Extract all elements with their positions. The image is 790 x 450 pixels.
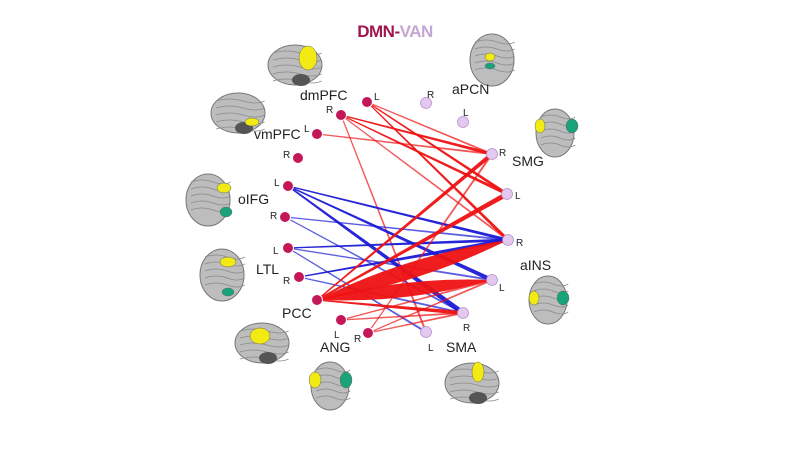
title-dmn: DMN xyxy=(357,22,395,41)
node-side-label: R xyxy=(326,105,333,116)
brain-vmpfc-icon xyxy=(210,92,266,134)
edge-vmPFC_L-SMG_R xyxy=(316,133,493,155)
region-label-oifg: oIFG xyxy=(238,191,269,207)
node-LTL_R[interactable] xyxy=(293,271,305,283)
node-side-label: R xyxy=(499,148,506,159)
node-side-label: L xyxy=(428,343,434,354)
node-ANG_L[interactable] xyxy=(335,314,347,326)
brain-pcc-icon xyxy=(234,322,290,364)
edge-PCC-SMG_L xyxy=(316,191,509,301)
node-PCC[interactable] xyxy=(311,294,323,306)
region-label-vmpfc: vmPFC xyxy=(254,126,301,142)
node-aINS_R[interactable] xyxy=(502,234,514,246)
region-label-apcn: aPCN xyxy=(452,81,489,97)
brain-smg-icon xyxy=(534,108,579,158)
edge-oIFG_R-aINS_R xyxy=(284,216,509,241)
edge-dmPFC_L-SMG_R xyxy=(366,101,493,155)
edge-dmPFC_R-SMG_R xyxy=(340,114,493,156)
node-oIFG_R[interactable] xyxy=(279,211,291,223)
node-aPCN_R[interactable] xyxy=(420,97,432,109)
node-side-label: R xyxy=(354,334,361,345)
title-separator: - xyxy=(394,22,400,41)
edge-ANG_R-SMA_R xyxy=(367,312,464,334)
node-side-label: L xyxy=(304,124,310,135)
node-side-label: L xyxy=(515,191,521,202)
edge-LTL_L-aINS_L xyxy=(287,247,493,281)
brain-dmpfc-icon xyxy=(267,44,323,86)
node-side-label: R xyxy=(283,276,290,287)
brain-oifg-icon xyxy=(185,173,233,227)
node-oIFG_L[interactable] xyxy=(282,180,294,192)
node-side-label: R xyxy=(516,238,523,249)
region-label-ains: aINS xyxy=(520,257,551,273)
node-SMG_L[interactable] xyxy=(501,188,513,200)
brain-sma-icon xyxy=(444,361,500,404)
edge-dmPFC_R-aINS_R xyxy=(340,114,509,241)
brain-ltl-icon xyxy=(199,248,245,302)
node-aPCN_L[interactable] xyxy=(457,116,469,128)
edge-oIFG_L-aINS_R xyxy=(287,185,509,242)
region-label-pcc: PCC xyxy=(282,305,312,321)
region-label-ltl: LTL xyxy=(256,261,279,277)
node-side-label: R xyxy=(463,323,470,334)
edge-PCC-aINS_L xyxy=(317,279,492,301)
node-aINS_L[interactable] xyxy=(486,274,498,286)
edge-ANG_L-aINS_L xyxy=(340,279,493,321)
node-side-label: L xyxy=(334,330,340,341)
node-vmPFC_L[interactable] xyxy=(311,128,323,140)
region-label-ang: ANG xyxy=(320,339,350,355)
node-ANG_R[interactable] xyxy=(362,327,374,339)
node-dmPFC_L[interactable] xyxy=(361,96,373,108)
node-SMG_R[interactable] xyxy=(486,148,498,160)
node-side-label: L xyxy=(274,178,280,189)
edge-PCC-SMG_R xyxy=(316,152,494,301)
node-side-label: R xyxy=(270,211,277,222)
edge-LTL_L-aINS_R xyxy=(287,238,509,249)
edge-LTL_R-aINS_R xyxy=(298,238,509,278)
node-LTL_L[interactable] xyxy=(282,242,294,254)
edge-ANG_R-SMG_R xyxy=(367,153,493,334)
brain-ains-icon xyxy=(528,275,570,325)
node-side-label: L xyxy=(374,92,380,103)
title-van: VAN xyxy=(399,22,434,41)
region-label-sma: SMA xyxy=(446,339,477,355)
brain-ang-icon xyxy=(308,361,353,411)
diagram-title: DMN-VAN xyxy=(0,22,790,42)
edge-ANG_R-aINS_L xyxy=(367,279,493,334)
node-dmPFC_R[interactable] xyxy=(335,109,347,121)
node-side-label: L xyxy=(499,283,505,294)
node-SMA_L[interactable] xyxy=(420,326,432,338)
region-label-dmpfc: dmPFC xyxy=(300,87,347,103)
brain-apcn-icon xyxy=(469,33,515,87)
edge-dmPFC_L-aINS_R xyxy=(366,101,510,242)
node-vmPFC_R[interactable] xyxy=(292,152,304,164)
node-side-label: L xyxy=(463,108,469,119)
node-side-label: L xyxy=(273,246,279,257)
node-side-label: R xyxy=(427,90,434,101)
node-SMA_R[interactable] xyxy=(457,307,469,319)
node-side-label: R xyxy=(283,150,290,161)
region-label-smg: SMG xyxy=(512,153,544,169)
edge-ANG_L-SMA_R xyxy=(340,312,464,321)
